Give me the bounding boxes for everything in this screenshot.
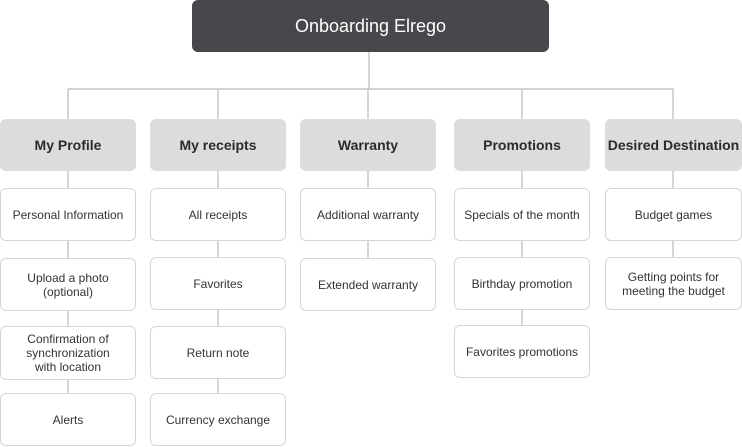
item-getting-points: Getting points for meeting the budget (605, 257, 742, 310)
category-desired-destination: Desired Destination (605, 119, 742, 171)
item-upload-photo: Upload a photo (optional) (0, 258, 136, 311)
item-all-receipts: All receipts (150, 188, 286, 241)
category-warranty: Warranty (300, 119, 436, 171)
item-budget-games: Budget games (605, 188, 742, 241)
item-confirmation-synchronization: Confirmation of synchronization with loc… (0, 326, 136, 380)
item-extended-warranty: Extended warranty (300, 258, 436, 311)
item-currency-exchange: Currency exchange (150, 393, 286, 446)
item-birthday-promotion: Birthday promotion (454, 257, 590, 310)
item-additional-warranty: Additional warranty (300, 188, 436, 241)
item-specials-of-the-month: Specials of the month (454, 188, 590, 241)
category-my-profile: My Profile (0, 119, 136, 171)
item-personal-information: Personal Information (0, 188, 136, 241)
item-favorites: Favorites (150, 257, 286, 310)
item-alerts: Alerts (0, 393, 136, 446)
category-promotions: Promotions (454, 119, 590, 171)
root-node: Onboarding Elrego (192, 0, 549, 52)
item-return-note: Return note (150, 326, 286, 379)
item-favorites-promotions: Favorites promotions (454, 325, 590, 378)
category-my-receipts: My receipts (150, 119, 286, 171)
